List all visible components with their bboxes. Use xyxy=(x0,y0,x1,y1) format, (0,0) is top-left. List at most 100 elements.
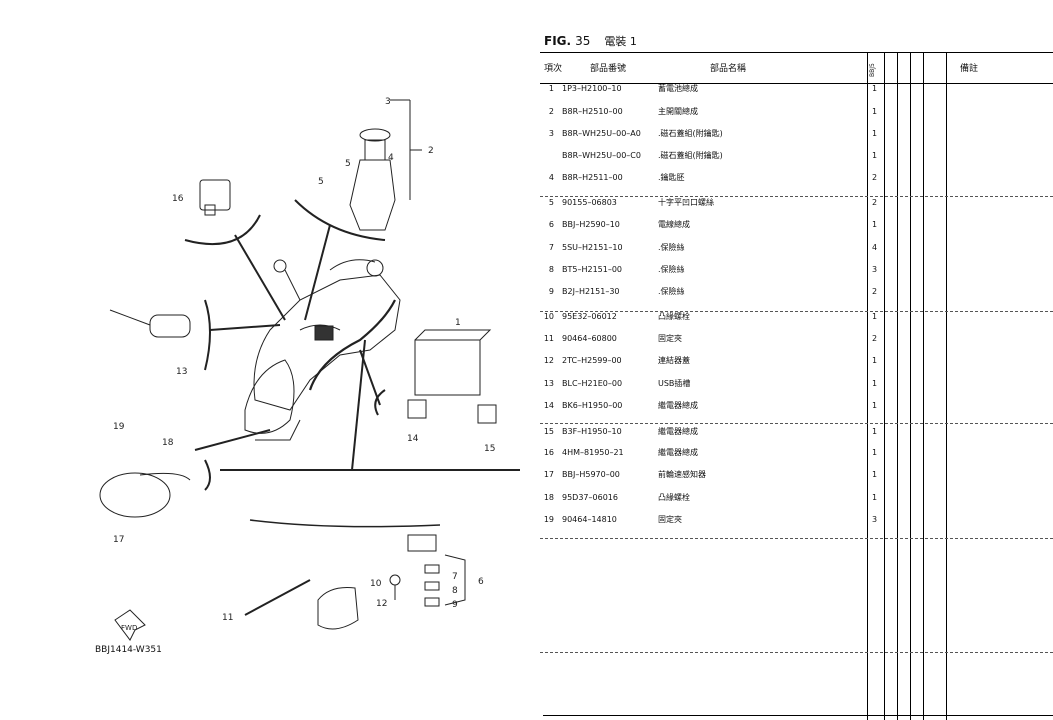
part-name: 固定夾 xyxy=(658,334,682,343)
quantity: 3 xyxy=(872,265,878,274)
item-number: 12 xyxy=(543,356,554,365)
quantity: 1 xyxy=(872,312,878,321)
callout-3: 3 xyxy=(385,97,391,107)
callout-11: 11 xyxy=(222,613,233,623)
part-number: 90155–06803 xyxy=(562,198,617,207)
table-row: 19 90464–14810 固定夾 3 xyxy=(540,509,1053,531)
callout-14: 14 xyxy=(407,434,419,444)
part-number: 90464–14810 xyxy=(562,515,617,524)
item-number: 17 xyxy=(543,470,554,479)
part-name: .保險絲 xyxy=(658,243,685,252)
part-number: B8R–WH25U–00–C0 xyxy=(562,151,641,160)
item-number: 16 xyxy=(543,448,554,457)
quantity: 1 xyxy=(872,448,878,457)
part-name: 凸緣螺栓 xyxy=(658,493,690,502)
parts-illustration: 1 2 3 4 5 5 6 7 8 9 10 11 12 13 14 15 16… xyxy=(99,97,520,641)
part-number: B3F–H1950–10 xyxy=(562,427,622,436)
item-number: 15 xyxy=(543,427,554,436)
quantity: 4 xyxy=(872,243,878,252)
callout-17: 17 xyxy=(113,535,124,545)
table-row: 6 BBJ–H2590–10 電線總成 1 xyxy=(540,214,1053,236)
part-name: 主開關總成 xyxy=(658,107,698,116)
callout-4: 4 xyxy=(388,153,394,163)
item-number: 4 xyxy=(548,173,554,182)
exploded-diagram: 1 2 3 4 5 5 6 7 8 9 10 11 12 13 14 15 16… xyxy=(95,97,520,655)
table-row: 13 BLC–H21E0–00 USB插槽 1 xyxy=(540,373,1053,395)
header-part-no: 部品番號 xyxy=(590,64,627,74)
fwd-label: FWD xyxy=(121,624,137,632)
callout-6: 6 xyxy=(478,577,484,587)
quantity: 2 xyxy=(872,198,878,207)
quantity: 1 xyxy=(872,401,878,410)
table-row: B8R–WH25U–00–C0.磁石蓋組(附鑰匙)1 xyxy=(540,145,1053,167)
callout-12: 12 xyxy=(376,599,387,609)
callout-1: 1 xyxy=(455,318,461,328)
quantity: 1 xyxy=(872,356,878,365)
quantity: 1 xyxy=(872,151,878,160)
part-name: 凸緣螺栓 xyxy=(658,312,690,321)
part-name: 固定夾 xyxy=(658,515,682,524)
figure-label: FIG. xyxy=(544,34,572,48)
callout-15: 15 xyxy=(484,444,495,454)
item-number: 3 xyxy=(548,129,554,138)
item-number: 19 xyxy=(543,515,554,524)
header-remarks: 備註 xyxy=(960,64,979,74)
part-number: BT5–H2151–00 xyxy=(562,265,623,274)
quantity: 1 xyxy=(872,220,878,229)
table-row: 8 BT5–H2151–00 .保險絲 3 xyxy=(540,259,1053,281)
part-name: 蓄電池總成 xyxy=(658,84,698,93)
part-number: B2J–H2151–30 xyxy=(562,287,620,296)
quantity: 2 xyxy=(872,287,878,296)
part-name: 繼電器總成 xyxy=(658,401,698,410)
part-number: BLC–H21E0–00 xyxy=(562,379,623,388)
part-name: .鑰匙胚 xyxy=(658,173,685,182)
item-number: 6 xyxy=(548,220,554,229)
quantity: 1 xyxy=(872,379,878,388)
item-number: 13 xyxy=(543,379,554,388)
part-number: B8R–H2511–00 xyxy=(562,173,623,182)
part-number: 5SU–H2151–10 xyxy=(562,243,623,252)
item-number: 8 xyxy=(548,265,554,274)
part-name: 電線總成 xyxy=(658,220,690,229)
part-name: USB插槽 xyxy=(658,379,691,388)
part-name: 繼電器總成 xyxy=(658,448,698,457)
callout-5b: 5 xyxy=(318,177,324,187)
item-number: 1 xyxy=(548,84,554,93)
header-model: BBJ5 xyxy=(869,63,876,77)
callout-16: 16 xyxy=(172,194,184,204)
part-number: 90464–60800 xyxy=(562,334,617,343)
callout-9: 9 xyxy=(452,600,458,610)
callout-7: 7 xyxy=(452,572,458,582)
item-number: 18 xyxy=(543,493,554,502)
part-number: BBJ–H5970–00 xyxy=(562,470,620,479)
table-row: 1 1P3–H2100–10 蓄電池總成 1 xyxy=(540,78,1053,100)
quantity: 2 xyxy=(872,334,878,343)
part-number: B8R–WH25U–00–A0 xyxy=(562,129,641,138)
diagram-reference: BBJ1414-W351 xyxy=(95,645,162,655)
part-number: 1P3–H2100–10 xyxy=(562,84,622,93)
part-number: 95E32–06012 xyxy=(562,312,617,321)
quantity: 3 xyxy=(872,515,878,524)
part-number: 4HM–81950–21 xyxy=(562,448,624,457)
quantity: 1 xyxy=(872,129,878,138)
quantity: 1 xyxy=(872,470,878,479)
part-number: BBJ–H2590–10 xyxy=(562,220,620,229)
callout-13: 13 xyxy=(176,367,187,377)
quantity: 1 xyxy=(872,427,878,436)
quantity: 1 xyxy=(872,84,878,93)
callout-2: 2 xyxy=(428,146,434,156)
part-name: .保險絲 xyxy=(658,265,685,274)
part-name: 十字平凹口螺絲 xyxy=(658,198,714,207)
item-number: 14 xyxy=(543,401,554,410)
part-number: 2TC–H2599–00 xyxy=(562,356,622,365)
